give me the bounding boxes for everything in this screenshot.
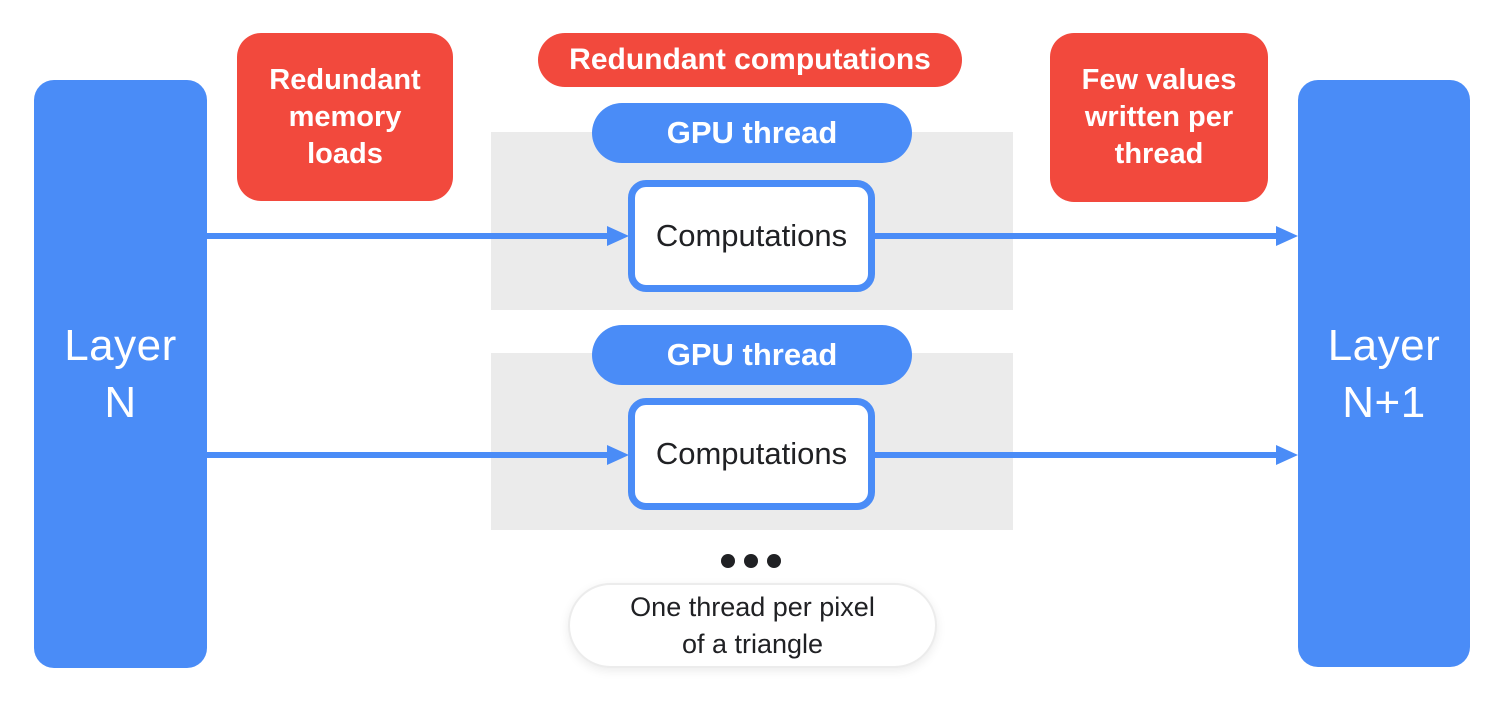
gpu-thread-label: GPU thread (666, 337, 838, 372)
footnote-text-line1: One thread per pixel (630, 591, 875, 622)
layer-n-box: Layer N (34, 80, 207, 668)
ellipsis-dot (767, 554, 781, 568)
arrow-line-top-right (875, 233, 1277, 239)
footnote-one-thread-per-pixel: One thread per pixel of a triangle (568, 583, 937, 668)
callout-text: written per (1084, 101, 1234, 133)
layer-n-plus-1-box: Layer N+1 (1298, 80, 1470, 667)
arrow-head-icon (607, 226, 629, 246)
arrow-head-icon (1276, 445, 1298, 465)
callout-text: Redundant (269, 63, 421, 96)
gpu-thread-pill-2: GPU thread (592, 325, 912, 385)
arrow-line-bottom-left (207, 452, 608, 458)
layer-n-label-line1: Layer (64, 321, 177, 370)
callout-few-values-written: Few values written per thread (1050, 33, 1268, 202)
layer-n-plus-1-label-line1: Layer (1327, 320, 1441, 370)
callout-text: memory (288, 100, 402, 133)
callout-redundant-memory-loads: Redundant memory loads (237, 33, 453, 201)
gpu-thread-label: GPU thread (666, 115, 838, 150)
arrow-line-top-left (207, 233, 608, 239)
footnote-text-line2: of a triangle (681, 628, 824, 659)
callout-text: thread (1114, 138, 1204, 170)
gpu-thread-pill-1: GPU thread (592, 103, 912, 163)
layer-n-plus-1-label-line2: N+1 (1342, 377, 1426, 427)
computations-box-1: Computations (628, 180, 875, 292)
computations-label: Computations (655, 436, 848, 471)
arrow-line-bottom-right (875, 452, 1277, 458)
callout-text: Redundant computations (569, 43, 931, 76)
ellipsis-dot (721, 554, 735, 568)
callout-redundant-computations: Redundant computations (538, 33, 962, 87)
callout-text: loads (307, 137, 383, 170)
computations-label: Computations (655, 218, 848, 253)
layer-n-label-line2: N (104, 378, 137, 427)
arrow-head-icon (607, 445, 629, 465)
callout-text: Few values (1081, 64, 1237, 96)
ellipsis-dot (744, 554, 758, 568)
arrow-head-icon (1276, 226, 1298, 246)
computations-box-2: Computations (628, 398, 875, 510)
